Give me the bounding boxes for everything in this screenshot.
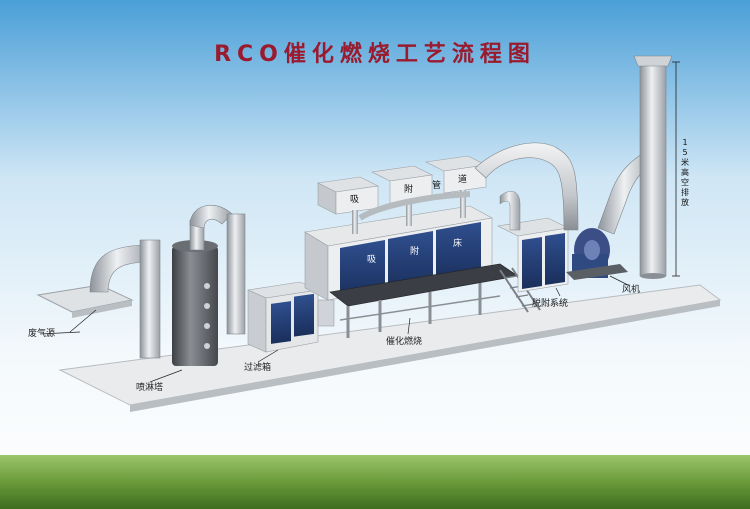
label-exhaust-height: 15米高空排放 <box>681 138 689 207</box>
duct-char-1: 吸 <box>350 195 360 205</box>
page-title: RCO催化燃烧工艺流程图 <box>214 42 536 67</box>
label-catalytic-combustion: 催化燃烧 <box>386 337 423 347</box>
bed-char-2: 附 <box>410 247 420 257</box>
duct-char-2: 附 <box>404 185 414 195</box>
bed-char-1: 吸 <box>367 255 377 265</box>
bed-char-3: 床 <box>453 239 463 249</box>
main-exhaust-duct <box>474 142 579 231</box>
spray-tower-body <box>172 246 218 366</box>
exhaust-stack <box>639 61 667 277</box>
label-desorption-system: 脱附系统 <box>532 299 569 309</box>
label-filter-box: 过滤箱 <box>244 363 272 373</box>
grass-strip <box>0 455 750 509</box>
label-spray-tower: 喷淋塔 <box>136 383 164 393</box>
duct-char-4: 道 <box>458 175 468 185</box>
label-waste-gas-source: 废气源 <box>28 329 56 339</box>
duct-char-3: 管 <box>432 181 442 191</box>
ground-slab-edge <box>130 300 720 412</box>
inlet-pipe-vertical <box>139 239 161 359</box>
label-fan: 风机 <box>622 285 641 295</box>
